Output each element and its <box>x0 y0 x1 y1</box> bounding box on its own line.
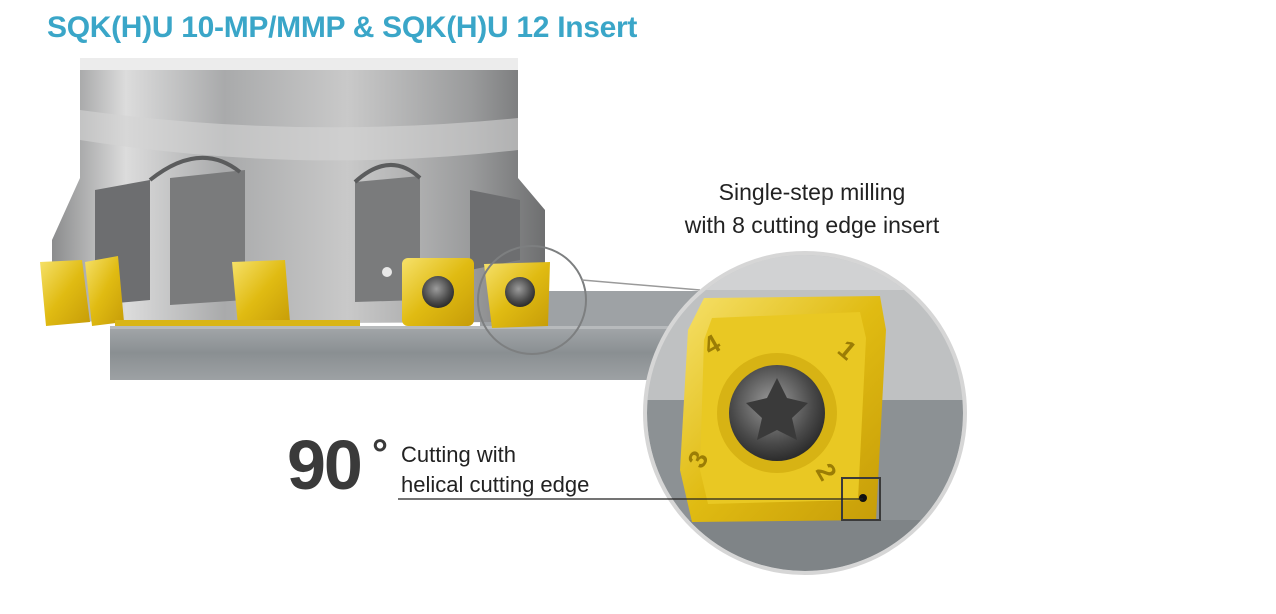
caption-line-2: helical cutting edge <box>401 472 590 497</box>
caption-line-1: Cutting with <box>401 442 516 467</box>
magnifier-icon: 4 1 3 2 <box>643 251 967 575</box>
angle-value: 90 <box>287 426 363 504</box>
workpiece <box>110 291 700 380</box>
degree-symbol: ° <box>372 432 388 476</box>
insert-icon <box>232 260 290 326</box>
page-title: SQK(H)U 10-MP/MMP & SQK(H)U 12 Insert <box>47 11 638 44</box>
detail-circle-icon <box>477 245 587 355</box>
insert-icon <box>85 256 124 326</box>
face-mill-cutter-icon <box>52 58 545 324</box>
caption-line-1: Single-step milling <box>718 179 906 205</box>
cutter-inserts <box>40 256 550 328</box>
caption-line-2: with 8 cutting edge insert <box>684 212 940 238</box>
torx-screw-icon <box>505 277 535 307</box>
single-step-caption: Single-step milling with 8 cutting edge … <box>640 176 984 242</box>
torx-screw-icon <box>422 276 454 308</box>
insert-icon <box>40 260 90 326</box>
helical-edge-caption: Cutting with helical cutting edge <box>401 440 589 500</box>
